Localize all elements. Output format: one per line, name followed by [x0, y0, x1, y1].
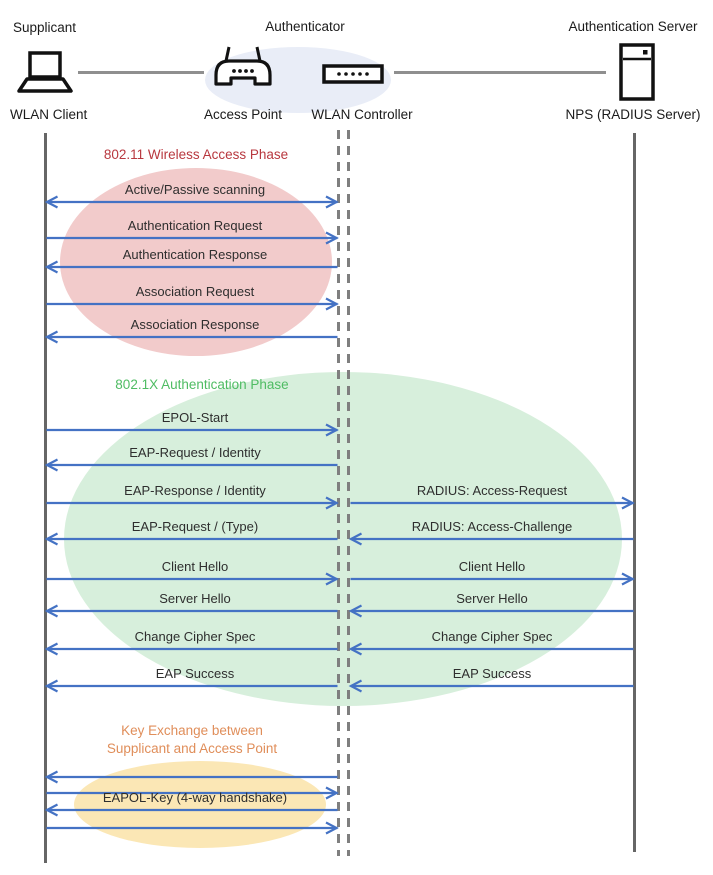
- message-arrow: [44, 195, 339, 209]
- role-label-authentication-server: Authentication Server: [568, 19, 698, 34]
- server-tower-icon: [619, 43, 655, 101]
- message-arrow: [44, 260, 338, 274]
- device-label-access-point: Access Point: [203, 107, 283, 122]
- message-label: Authentication Response: [122, 247, 268, 262]
- message-label: Client Hello: [161, 559, 229, 574]
- phase-title-key-exchange-line1: Key Exchange between: [121, 723, 263, 738]
- message-label: EAP-Response / Identity: [124, 483, 266, 498]
- wlan-controller-lifeline-dashed: [347, 130, 350, 856]
- message-arrow: [46, 786, 339, 800]
- message-arrow: [348, 604, 634, 618]
- message-label: Change Cipher Spec: [431, 629, 553, 644]
- message-arrow: [44, 642, 338, 656]
- message-arrow: [46, 231, 339, 245]
- message-arrow: [46, 423, 339, 437]
- message-label: RADIUS: Access-Request: [416, 483, 568, 498]
- role-label-supplicant: Supplicant: [13, 20, 77, 35]
- connector-line-controller-server: [394, 71, 606, 74]
- message-arrow: [46, 297, 339, 311]
- message-label: Client Hello: [458, 559, 526, 574]
- message-label: Association Request: [135, 284, 255, 299]
- message-arrow: [46, 496, 339, 510]
- phase-title-key-exchange-line2: Supplicant and Access Point: [106, 741, 278, 756]
- message-arrow: [348, 642, 634, 656]
- controller-box-icon: [322, 64, 384, 84]
- key-exchange-phase-ellipse: [74, 761, 326, 848]
- phase-title-key-exchange: Key Exchange between Supplicant and Acce…: [74, 722, 310, 758]
- message-arrow: [44, 770, 338, 784]
- message-label: EAP Success: [452, 666, 532, 681]
- message-arrow: [46, 821, 339, 835]
- message-label: EAP-Request / Identity: [129, 445, 261, 460]
- device-label-wlan-controller: WLAN Controller: [311, 107, 413, 122]
- connector-line-client-ap: [78, 71, 204, 74]
- wireless-access-point-icon: [214, 46, 272, 86]
- message-label: RADIUS: Access-Challenge: [411, 519, 573, 534]
- wlan-controller-lifeline-dashed: [337, 130, 340, 856]
- wlan-client-lifeline: [44, 133, 47, 863]
- phase-title-dot1x-authentication: 802.1X Authentication Phase: [115, 377, 289, 392]
- message-label: Authentication Request: [127, 218, 263, 233]
- message-label: EAP-Request / (Type): [131, 519, 259, 534]
- message-arrow: [350, 496, 635, 510]
- radius-server-lifeline: [633, 133, 636, 852]
- message-label: Server Hello: [159, 591, 231, 606]
- message-label: Server Hello: [456, 591, 528, 606]
- message-label: EAP Success: [155, 666, 235, 681]
- message-arrow: [44, 330, 338, 344]
- message-arrow: [44, 458, 338, 472]
- wireless-access-phase-ellipse: [60, 168, 332, 356]
- message-label: Change Cipher Spec: [134, 629, 256, 644]
- message-arrow: [350, 572, 635, 586]
- phase-title-wireless-access: 802.11 Wireless Access Phase: [103, 147, 289, 162]
- message-arrow: [44, 532, 338, 546]
- message-label: EAPOL-Key (4-way handshake): [102, 790, 288, 805]
- role-label-authenticator: Authenticator: [265, 19, 345, 34]
- message-arrow: [348, 679, 634, 693]
- message-label: Association Response: [130, 317, 260, 332]
- device-label-nps-radius-server: NPS (RADIUS Server): [565, 107, 701, 122]
- message-label: Active/Passive scanning: [124, 182, 266, 197]
- device-label-wlan-client: WLAN Client: [10, 107, 88, 122]
- laptop-icon: [17, 51, 73, 93]
- message-arrow: [46, 572, 339, 586]
- message-label: EPOL-Start: [161, 410, 229, 425]
- message-arrow: [348, 532, 634, 546]
- message-arrow: [44, 679, 338, 693]
- message-arrow: [44, 803, 338, 817]
- message-arrow: [44, 604, 338, 618]
